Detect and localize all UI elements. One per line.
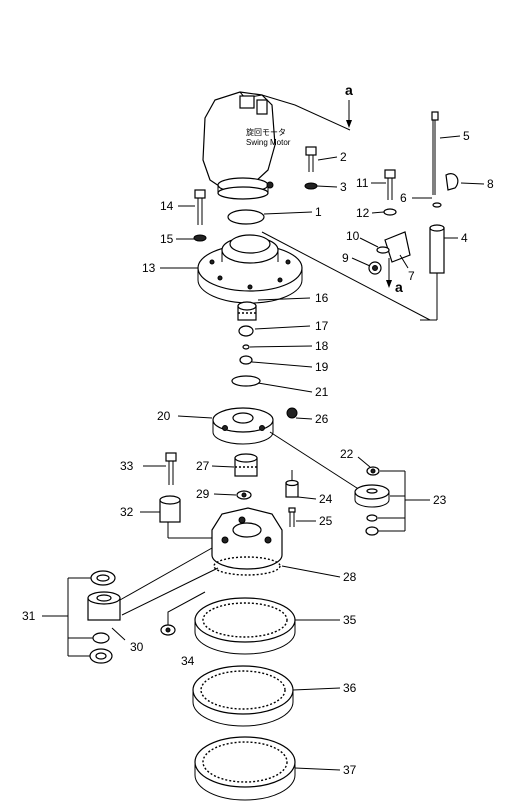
callout-4: 4: [461, 231, 468, 245]
bearing-assembly: [42, 547, 219, 664]
callout-10: 10: [346, 229, 360, 243]
callout-31: 31: [22, 609, 36, 623]
view-marker-top-label: a: [345, 82, 353, 98]
callout-3: 3: [340, 180, 347, 194]
sun-gear-stack: [231, 301, 261, 387]
callout-11: 11: [356, 176, 369, 190]
callout-8: 8: [487, 177, 494, 191]
callout-16: 16: [315, 291, 329, 305]
callout-12: 12: [356, 206, 370, 220]
callout-2: 2: [340, 150, 347, 164]
ring-gear: [194, 597, 296, 655]
callout-37: 37: [343, 763, 357, 777]
callout-29: 29: [196, 487, 210, 501]
carrier-no2: [211, 507, 283, 576]
callout-5: 5: [463, 129, 470, 143]
planet-gear-no1: [159, 452, 299, 539]
callout-21: 21: [315, 385, 329, 399]
callout-13: 13: [142, 261, 156, 275]
callout-1: 1: [315, 205, 322, 219]
callout-20: 20: [157, 409, 171, 423]
thrust-washer: [160, 591, 206, 636]
view-arrow-top: a: [345, 82, 353, 128]
callout-25: 25: [319, 514, 333, 528]
motor-label-jp: 旋回モータ: [246, 127, 286, 137]
callout-15: 15: [160, 232, 174, 246]
callout-6: 6: [400, 191, 407, 205]
callout-28: 28: [343, 570, 357, 584]
callout-22: 22: [340, 447, 354, 461]
callout-26: 26: [315, 412, 329, 426]
callout-30: 30: [130, 640, 144, 654]
callout-33: 33: [120, 459, 134, 473]
callout-23: 23: [433, 493, 447, 507]
planet-gear-no2: [354, 466, 430, 536]
callout-17: 17: [315, 319, 329, 333]
spacer-ring: [192, 665, 294, 727]
callout-18: 18: [315, 339, 329, 353]
callout-7: 7: [408, 269, 415, 283]
o-ring: [227, 209, 265, 225]
callout-24: 24: [319, 492, 333, 506]
leader-lines: [111, 135, 485, 771]
callout-9: 9: [342, 251, 349, 265]
plug-bolt: [286, 407, 298, 419]
callout-labels: 1 2 3 4 5 6 7 8 9 10 11 12 13 14 15 16 1…: [22, 129, 494, 777]
callout-27: 27: [196, 459, 210, 473]
level-gauge-assembly: [261, 111, 459, 321]
swing-motor: 旋回モータ Swing Motor: [202, 91, 351, 200]
callout-34: 34: [181, 654, 195, 668]
callout-35: 35: [343, 613, 357, 627]
callout-36: 36: [343, 681, 357, 695]
callout-14: 14: [160, 199, 174, 213]
motor-label-en: Swing Motor: [246, 138, 291, 147]
view-arrow-bottom: a: [386, 258, 403, 295]
housing: [197, 234, 303, 304]
callout-32: 32: [120, 505, 134, 519]
callout-19: 19: [315, 360, 329, 374]
carrier-no1: [212, 407, 361, 491]
slewing-bearing: [194, 736, 296, 801]
bolts-and-washers-top: [193, 146, 397, 275]
view-marker-bottom-label: a: [395, 279, 403, 295]
